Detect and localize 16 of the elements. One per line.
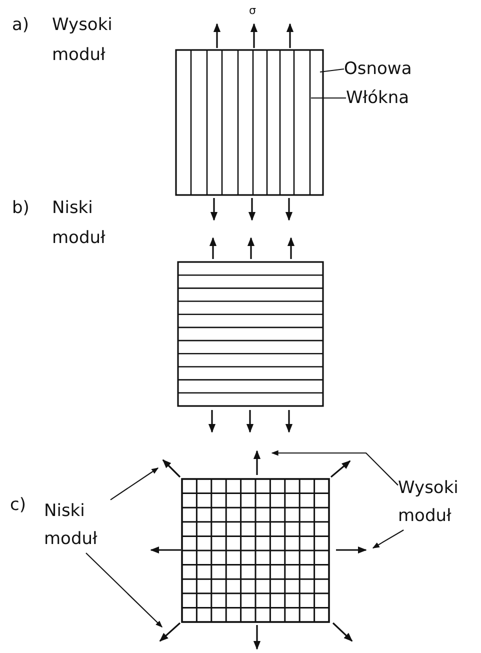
callout-label: Włókna (346, 83, 410, 113)
leader-line (372, 530, 404, 548)
text-label: a) (12, 14, 30, 37)
leader-line (271, 450, 398, 486)
text-label: c) (10, 494, 26, 517)
leader-line (86, 552, 162, 628)
text-label: σ (249, 3, 256, 19)
leader-line (311, 97, 346, 99)
text-label: b) (12, 197, 30, 220)
text-label: Wysoki moduł (52, 14, 114, 67)
text-label: Niski moduł (52, 197, 106, 250)
callout-label: Niski moduł (44, 497, 114, 553)
leader-line (320, 68, 344, 73)
leader-line (110, 468, 159, 500)
callout-label: Wysoki moduł (398, 474, 468, 530)
callout-label: Osnowa (344, 54, 412, 84)
